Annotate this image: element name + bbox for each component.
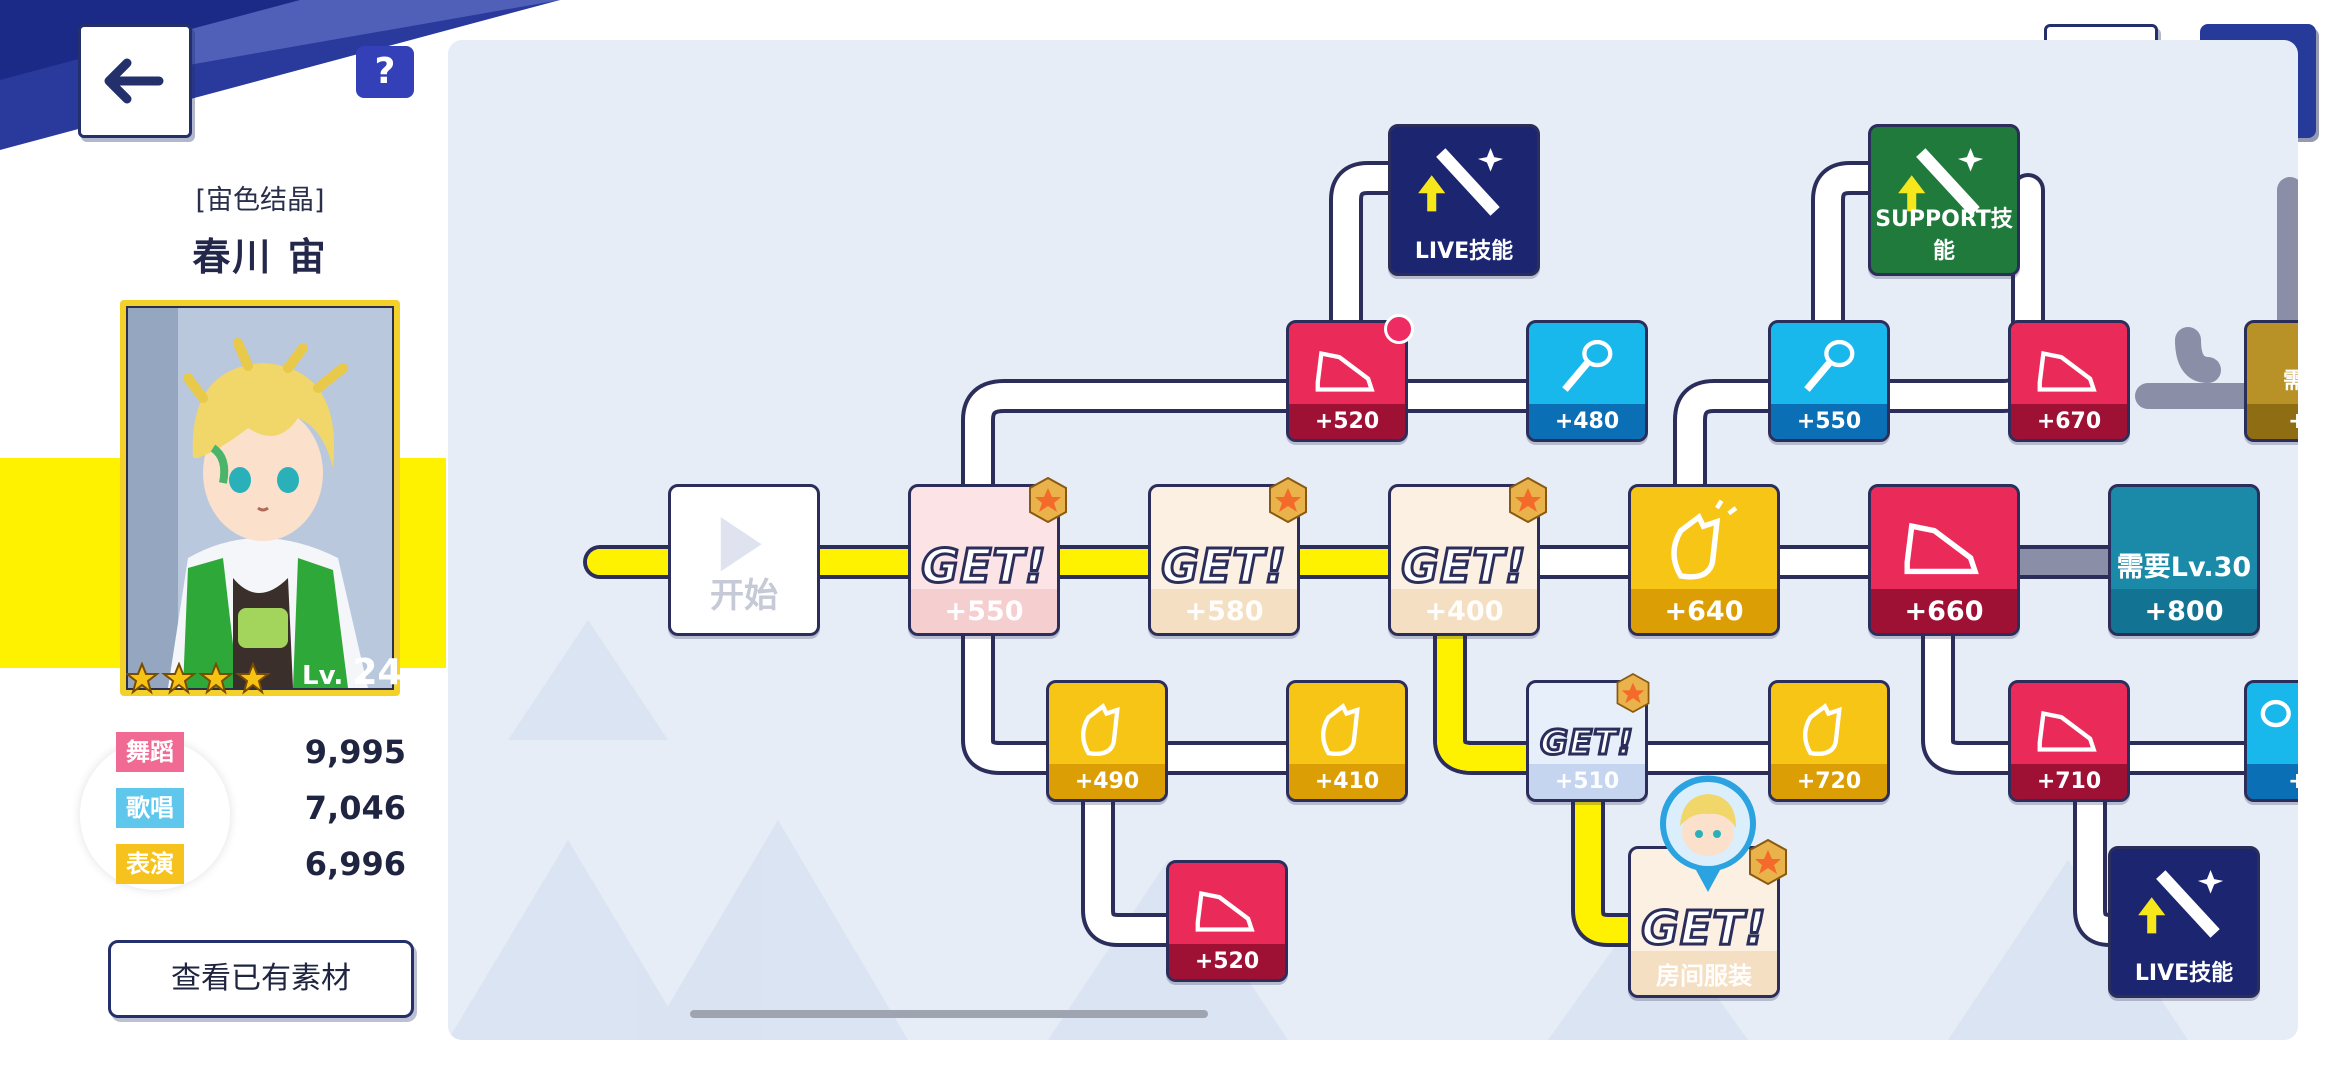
stat-row-performance: 表演 6,996 <box>116 840 406 888</box>
node-locked-800[interactable]: 需要Lv.30 +800 <box>2108 484 2260 636</box>
notification-dot <box>1384 314 1414 344</box>
node-value: +400 <box>1391 589 1537 633</box>
stat-row-vocal: 歌唱 7,046 <box>116 784 406 832</box>
node-value: +510 <box>1529 764 1645 799</box>
node-dance-520[interactable]: +520 <box>1286 320 1408 442</box>
node-performance-640[interactable]: +640 <box>1628 484 1780 636</box>
sneaker-icon <box>1315 351 1375 392</box>
node-vocal-550[interactable]: +550 <box>1768 320 1890 442</box>
arrow-left-icon <box>104 58 164 104</box>
get-label: GET! <box>1160 538 1288 595</box>
avatar-pin-icon <box>1660 775 1756 892</box>
get-label: GET! <box>1640 900 1768 957</box>
node-value: +7 <box>2247 404 2298 439</box>
clap-icon <box>1671 499 1738 580</box>
node-live-skill-bottom[interactable]: LIVE技能 <box>2108 846 2260 998</box>
sneaker-icon <box>1904 522 1979 574</box>
node-value: +480 <box>1529 404 1645 439</box>
node-value: +800 <box>2111 589 2257 633</box>
node-support-skill[interactable]: SUPPORT技能 <box>1868 124 2020 276</box>
node-performance-720[interactable]: +720 <box>1768 680 1890 802</box>
medal-icon <box>1509 476 1547 524</box>
glowstick-icon <box>2138 869 2224 938</box>
node-value: +710 <box>2011 764 2127 799</box>
start-label: 开始 <box>710 576 778 616</box>
node-performance-490[interactable]: +490 <box>1046 680 1168 802</box>
node-room-outfit[interactable]: GET! 房间服装 <box>1628 846 1780 998</box>
lock-label-short: 需要 <box>2247 363 2298 395</box>
view-materials-button[interactable]: 查看已有素材 <box>108 940 414 1018</box>
skill-label: SUPPORT技能 <box>1875 207 2013 264</box>
skill-label: LIVE技能 <box>2134 961 2234 986</box>
glowstick-icon <box>1418 147 1504 216</box>
node-get-400[interactable]: GET! +400 <box>1388 484 1540 636</box>
get-label: GET! <box>920 538 1048 595</box>
stat-label-performance: 表演 <box>116 844 184 884</box>
clap-icon <box>1081 703 1120 757</box>
node-value: +640 <box>1631 589 1777 633</box>
microphone-icon <box>2260 700 2291 728</box>
lock-label: 需要Lv.30 <box>2116 552 2252 583</box>
start-node[interactable]: 开始 <box>668 484 820 636</box>
sneaker-icon <box>2037 711 2097 752</box>
node-value: +520 <box>1169 944 1285 979</box>
skill-label: LIVE技能 <box>1414 239 1514 264</box>
node-value: +490 <box>1049 764 1165 799</box>
node-value: +520 <box>1289 404 1405 439</box>
card-level: Lv. 24 <box>302 652 402 693</box>
card-title: [宙色结晶] <box>195 185 325 216</box>
node-performance-410[interactable]: +410 <box>1286 680 1408 802</box>
node-value: 房间服装 <box>1631 951 1777 995</box>
node-value: +720 <box>1771 764 1887 799</box>
level-value: 24 <box>352 652 403 693</box>
microphone-icon <box>1804 340 1855 393</box>
node-dance-670[interactable]: +670 <box>2008 320 2130 442</box>
level-prefix: Lv. <box>302 661 344 691</box>
node-live-skill-top[interactable]: LIVE技能 <box>1388 124 1540 276</box>
node-dance-710[interactable]: +710 <box>2008 680 2130 802</box>
idol-road-board[interactable]: 开始 GET! +550 GET! +580 GET! +400 +640 +6… <box>448 40 2298 1040</box>
stat-label-vocal: 歌唱 <box>116 788 184 828</box>
stat-value-vocal: 7,046 <box>304 789 406 827</box>
node-value: +670 <box>2011 404 2127 439</box>
node-dance-660[interactable]: +660 <box>1868 484 2020 636</box>
character-name: 春川 宙 <box>192 235 328 279</box>
get-label: GET! <box>1400 538 1528 595</box>
stat-row-dance: 舞蹈 9,995 <box>116 728 406 776</box>
current-position-avatar <box>1656 774 1760 894</box>
microphone-icon <box>1562 340 1613 393</box>
play-icon <box>720 516 762 572</box>
medal-icon <box>1029 476 1067 524</box>
horizontal-scrollbar[interactable] <box>690 1010 1208 1018</box>
node-vocal-partial[interactable]: +4 <box>2244 680 2298 802</box>
node-value: +580 <box>1151 589 1297 633</box>
clap-icon <box>1803 703 1842 757</box>
sneaker-icon <box>2037 351 2097 392</box>
node-value: +550 <box>1771 404 1887 439</box>
medal-icon <box>1269 476 1307 524</box>
help-button[interactable]: ? <box>356 46 414 98</box>
medal-icon <box>1616 673 1650 713</box>
node-get-510[interactable]: GET! +510 <box>1526 680 1648 802</box>
node-locked-partial[interactable]: 需要 +7 <box>2244 320 2298 442</box>
node-value: +4 <box>2247 764 2298 799</box>
sneaker-icon <box>1195 891 1255 932</box>
glowstick-icon <box>1898 147 1984 216</box>
stat-label-dance: 舞蹈 <box>116 732 184 772</box>
character-illustration <box>128 308 392 688</box>
node-dance-520-bottom[interactable]: +520 <box>1166 860 1288 982</box>
rarity-stars <box>124 661 276 700</box>
stat-value-performance: 6,996 <box>304 845 406 883</box>
back-button[interactable] <box>78 24 192 138</box>
clap-icon <box>1321 703 1360 757</box>
node-value: +660 <box>1871 589 2017 633</box>
card-portrait[interactable] <box>120 300 400 696</box>
get-label: GET! <box>1539 722 1635 765</box>
stat-value-dance: 9,995 <box>304 733 406 771</box>
node-vocal-480[interactable]: +480 <box>1526 320 1648 442</box>
node-value: +550 <box>911 589 1057 633</box>
medal-icon <box>1749 838 1787 886</box>
node-value: +410 <box>1289 764 1405 799</box>
